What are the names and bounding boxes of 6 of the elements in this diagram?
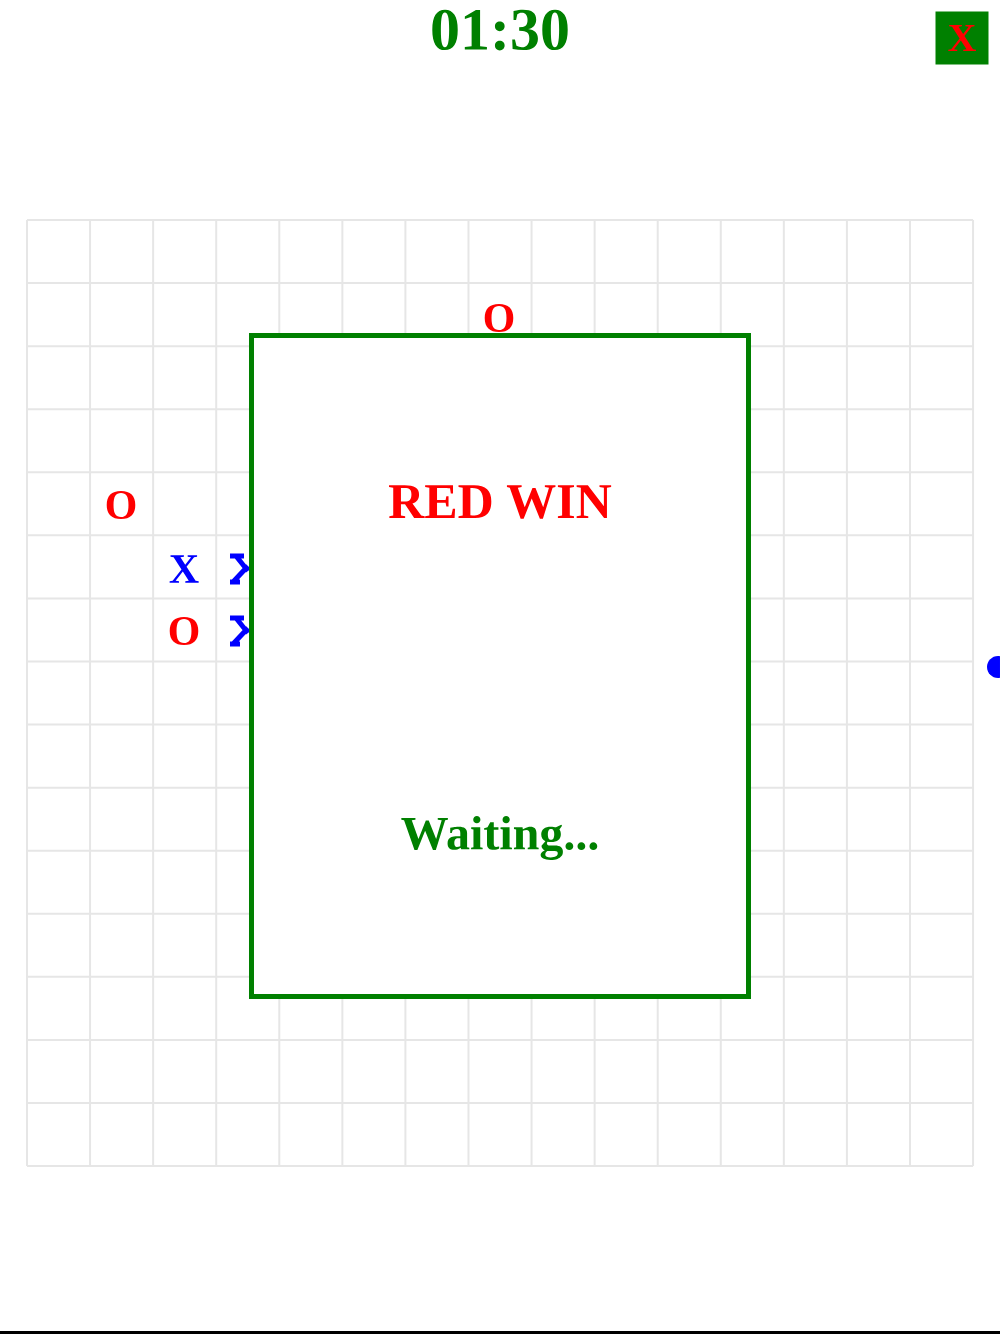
close-button: X xyxy=(935,11,989,65)
game-piece: X xyxy=(169,555,199,583)
timer: 01:30 xyxy=(432,9,568,51)
game-piece: O xyxy=(169,616,199,646)
dialog-box: RED WIN Waiting... xyxy=(249,333,751,999)
game-piece: O xyxy=(106,490,136,520)
